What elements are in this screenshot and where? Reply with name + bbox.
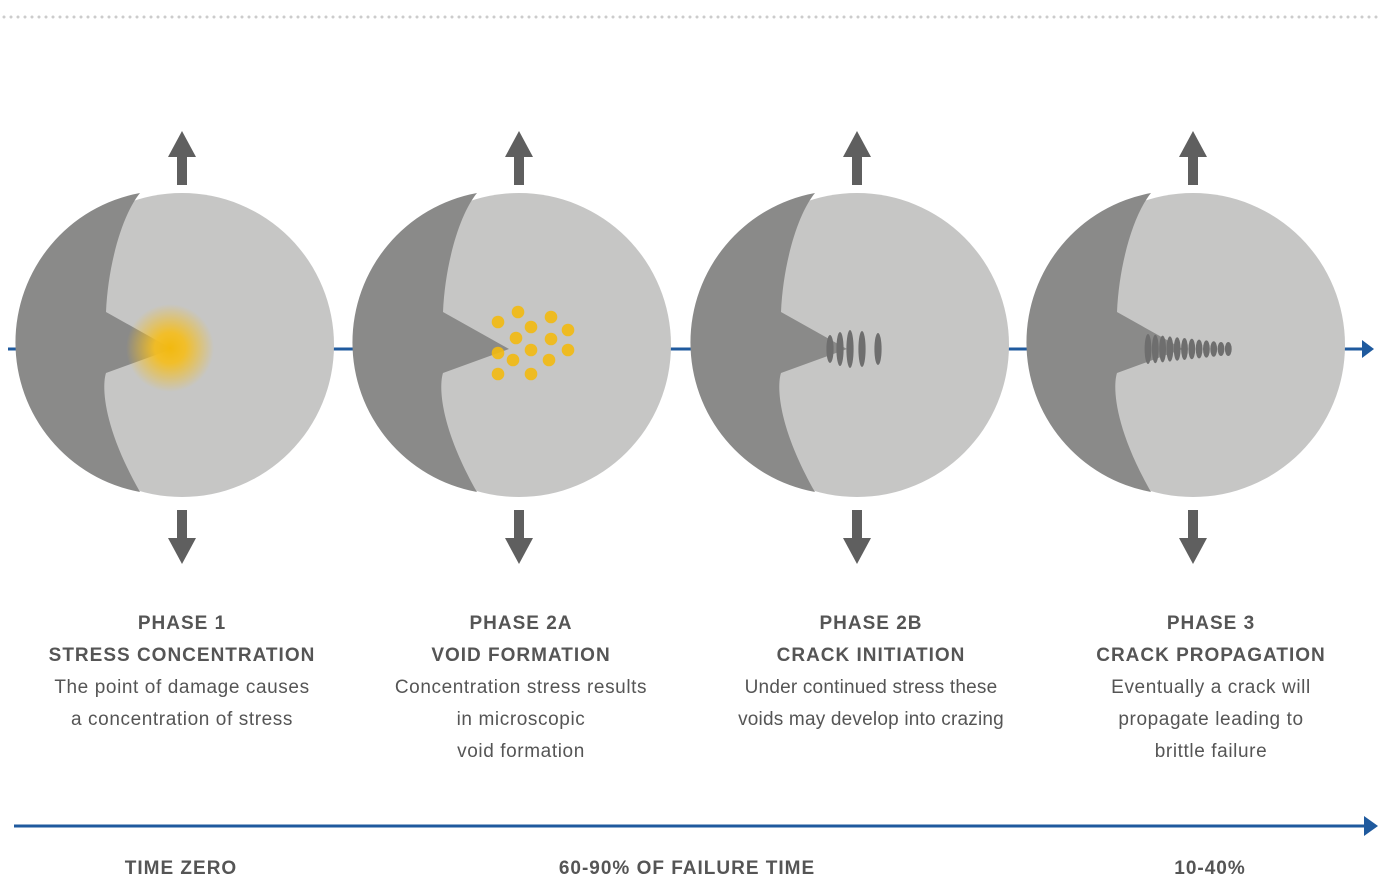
void-dot	[506, 353, 520, 367]
phase-4-specimen	[1026, 131, 1345, 564]
phase-2-specimen	[352, 131, 671, 564]
void-dot	[491, 315, 505, 329]
phase-description-line: Under continued stress these	[744, 677, 998, 698]
crack-ellipse	[1151, 334, 1159, 364]
void-dot	[491, 346, 505, 360]
phase-name: CRACK PROPAGATION	[1096, 645, 1326, 666]
phase-description-line: propagate leading to	[1118, 709, 1304, 730]
phase-name: VOID FORMATION	[431, 645, 611, 666]
craze-ellipse	[836, 332, 844, 366]
phase-name: STRESS CONCENTRATION	[48, 645, 316, 666]
craze-ellipse	[846, 330, 854, 368]
up-arrow-icon	[1188, 153, 1198, 185]
crack-ellipse	[1144, 334, 1152, 364]
craze-ellipse	[858, 331, 866, 367]
notch-region	[1026, 193, 1183, 492]
void-dot	[511, 305, 525, 319]
down-arrow-icon	[177, 510, 187, 542]
up-arrow-head-icon	[168, 131, 196, 157]
craze-ellipse	[874, 333, 882, 365]
crack-ellipse	[1166, 336, 1174, 362]
void-dot	[509, 331, 523, 345]
phase-number: PHASE 3	[1166, 613, 1256, 634]
notch-region	[15, 193, 172, 492]
void-dot	[561, 343, 575, 357]
phase-number: PHASE 2B	[819, 613, 923, 634]
phase-3-specimen	[690, 131, 1009, 564]
up-arrow-head-icon	[1179, 131, 1207, 157]
phase-description-line: Eventually a crack will	[1111, 677, 1311, 698]
stress-glow-icon	[126, 304, 214, 392]
notch-region	[690, 193, 847, 492]
up-arrow-icon	[177, 153, 187, 185]
phase-number: PHASE 1	[137, 613, 227, 634]
crack-ellipse	[1217, 342, 1225, 356]
phase-number: PHASE 2A	[469, 613, 573, 634]
up-arrow-icon	[852, 153, 862, 185]
crack-ellipse	[1195, 339, 1203, 359]
up-arrow-icon	[514, 153, 524, 185]
middle-duration-label: 60-90% OF FAILURE TIME	[558, 858, 816, 879]
phase-name: CRACK INITIATION	[776, 645, 966, 666]
craze-ellipse	[826, 335, 834, 363]
void-dot	[544, 332, 558, 346]
phase-1-text: PHASE 1 STRESS CONCENTRATION The point o…	[12, 608, 352, 736]
phase-description-line: Concentration stress results	[394, 677, 648, 698]
void-dot	[561, 323, 575, 337]
phase-1-specimen	[15, 131, 334, 564]
down-arrow-icon	[852, 510, 862, 542]
phase-description-line: in microscopic	[456, 709, 586, 730]
phase-3-text: PHASE 3 CRACK PROPAGATION Eventually a c…	[1041, 608, 1381, 768]
void-dot	[491, 367, 505, 381]
up-arrow-head-icon	[505, 131, 533, 157]
phase-description-line: void formation	[457, 741, 585, 762]
void-dot	[542, 353, 556, 367]
phase-description-line: brittle failure	[1154, 741, 1268, 762]
down-arrow-head-icon	[505, 538, 533, 564]
up-arrow-head-icon	[843, 131, 871, 157]
phase-2b-text: PHASE 2B CRACK INITIATION Under continue…	[701, 608, 1041, 736]
crack-ellipse	[1159, 335, 1166, 363]
main-axis-arrowhead	[1362, 340, 1374, 358]
phase-2a-text: PHASE 2A VOID FORMATION Concentration st…	[351, 608, 691, 768]
crack-ellipse	[1203, 340, 1210, 358]
down-arrow-head-icon	[843, 538, 871, 564]
crack-ellipse	[1224, 342, 1232, 356]
void-dot	[524, 367, 538, 381]
timeline-axis-arrowhead	[1364, 816, 1378, 836]
crack-ellipse	[1188, 338, 1196, 360]
down-arrow-icon	[1188, 510, 1198, 542]
notch-region	[352, 193, 509, 492]
void-dot	[524, 320, 538, 334]
down-arrow-icon	[514, 510, 524, 542]
phase-description-line: a concentration of stress	[71, 709, 293, 730]
void-dot	[524, 343, 538, 357]
crack-ellipse	[1210, 341, 1218, 357]
void-dot	[544, 310, 558, 324]
phase-description-line: voids may develop into crazing	[738, 709, 1004, 730]
crack-ellipse	[1173, 337, 1181, 361]
time-zero-label: TIME ZERO	[124, 858, 238, 879]
end-duration-label: 10-40%	[1174, 858, 1246, 879]
down-arrow-head-icon	[1179, 538, 1207, 564]
down-arrow-head-icon	[168, 538, 196, 564]
phase-description-line: The point of damage causes	[54, 677, 310, 698]
crack-ellipse	[1181, 338, 1188, 360]
